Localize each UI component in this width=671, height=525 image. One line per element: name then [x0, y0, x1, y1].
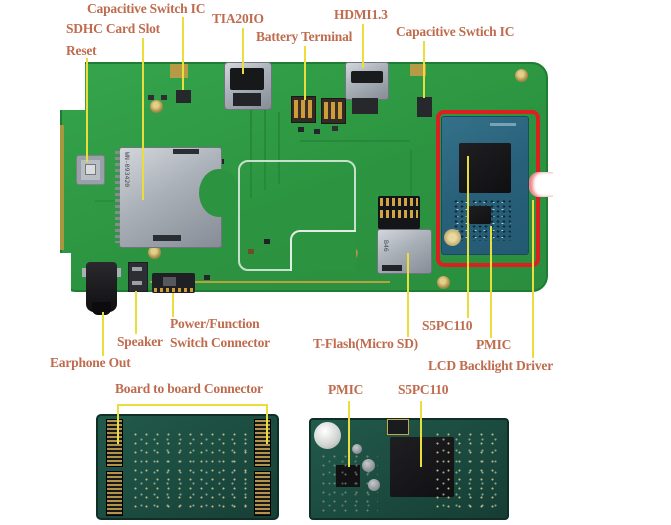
b2b-connector	[254, 471, 271, 516]
sd-card-slot-component: WN-093420	[115, 147, 239, 248]
reset-button-component	[76, 155, 105, 185]
label-board-to-board: Board to board Connector	[115, 381, 263, 396]
label-s5pc110-main: S5PC110	[422, 318, 473, 333]
leader-line-tflash	[407, 253, 409, 337]
hdmi-connector-base	[352, 98, 378, 114]
gold-edge-strip	[60, 125, 64, 250]
smd-components	[432, 430, 502, 512]
label-hdmi13: HDMI1.3	[334, 7, 388, 22]
smd-components	[148, 95, 154, 100]
label-battery-terminal: Battery Terminal	[256, 29, 353, 44]
silkscreen-outline-step	[290, 230, 356, 271]
hdmi-connector-component	[345, 62, 389, 100]
leader-line-pmic-main	[490, 226, 492, 338]
gold-ring	[444, 229, 461, 246]
leader-line-power-switch	[172, 293, 174, 317]
earphone-jack-component	[82, 262, 121, 315]
label-tia20io: TIA20IO	[212, 11, 264, 26]
mounting-hole	[515, 69, 528, 82]
b2b-connector	[254, 419, 271, 467]
label-speaker: Speaker	[117, 334, 163, 349]
board-cutout-bottom-left	[56, 253, 71, 295]
leader-line-s5pc110-main	[467, 156, 469, 318]
leader-line-cap-switch-left	[182, 17, 184, 90]
pmic-chip	[469, 206, 491, 224]
leader-line-pmic-bottom	[348, 401, 350, 467]
mounting-hole	[148, 246, 161, 259]
leader-line-earphone	[102, 312, 104, 356]
sd-slot-marking: WN-093420	[123, 152, 131, 188]
label-capacitive-switch-ic-right: Capacitive Swtich IC	[396, 24, 515, 39]
tia20io-connector-component	[224, 62, 272, 110]
gold-edge-strip	[150, 281, 390, 283]
power-switch-component	[152, 273, 195, 293]
leader-line-lcd-backlight	[532, 200, 534, 358]
leader-bracket-b2b-right	[266, 404, 268, 444]
capacitive-switch-ic-right-component	[417, 97, 432, 117]
label-power-function-line2: Switch Connector	[170, 335, 270, 350]
label-sdhc-card-slot: SDHC Card Slot	[66, 21, 160, 36]
speaker-connector-component	[128, 262, 148, 292]
micro-sd-slot-component: B46	[377, 229, 432, 274]
fpc-connector-component	[378, 196, 420, 229]
battery-terminal-component	[321, 98, 346, 124]
gold-pad	[410, 64, 426, 76]
leader-line-speaker	[135, 291, 137, 334]
capacitive-switch-ic-left-component	[176, 90, 191, 103]
label-pmic-bottom: PMIC	[328, 382, 364, 397]
smd-components	[130, 430, 248, 510]
label-earphone-out: Earphone Out	[50, 355, 131, 370]
small-connector-component	[387, 419, 409, 435]
cpu-daughterboard	[441, 116, 529, 255]
leader-line-battery	[304, 46, 306, 100]
leader-bracket-b2b-left	[117, 404, 119, 444]
leader-line-tia20io	[242, 28, 244, 74]
label-reset: Reset	[66, 43, 97, 58]
label-pmic-main: PMIC	[476, 337, 512, 352]
mounting-hole	[437, 276, 450, 289]
micro-sd-marking: B46	[382, 240, 390, 252]
leader-line-s5pc110-bottom	[420, 401, 422, 467]
b2b-connector	[106, 419, 123, 467]
leader-line-hdmi	[362, 24, 364, 68]
label-s5pc110-bottom: S5PC110	[398, 382, 449, 397]
mounting-hole	[150, 100, 163, 113]
leader-bracket-b2b	[117, 404, 268, 406]
label-lcd-backlight: LCD Backlight Driver	[428, 358, 553, 373]
leader-line-sdhc	[142, 38, 144, 200]
label-power-function-line1: Power/Function	[170, 316, 260, 331]
label-tflash: T-Flash(Micro SD)	[313, 336, 418, 351]
label-capacitive-switch-ic-left: Capacitive Switch IC	[87, 1, 206, 16]
highlight-box-red	[436, 110, 540, 267]
battery-terminal-component	[291, 96, 316, 123]
leader-line-reset	[86, 58, 88, 162]
leader-line-cap-switch-right	[423, 41, 425, 98]
b2b-connector	[106, 471, 123, 516]
metal-can-component	[314, 422, 341, 449]
board-cutout-top-left	[56, 58, 85, 110]
gold-pad	[170, 64, 188, 78]
board-notch-right	[529, 172, 553, 197]
